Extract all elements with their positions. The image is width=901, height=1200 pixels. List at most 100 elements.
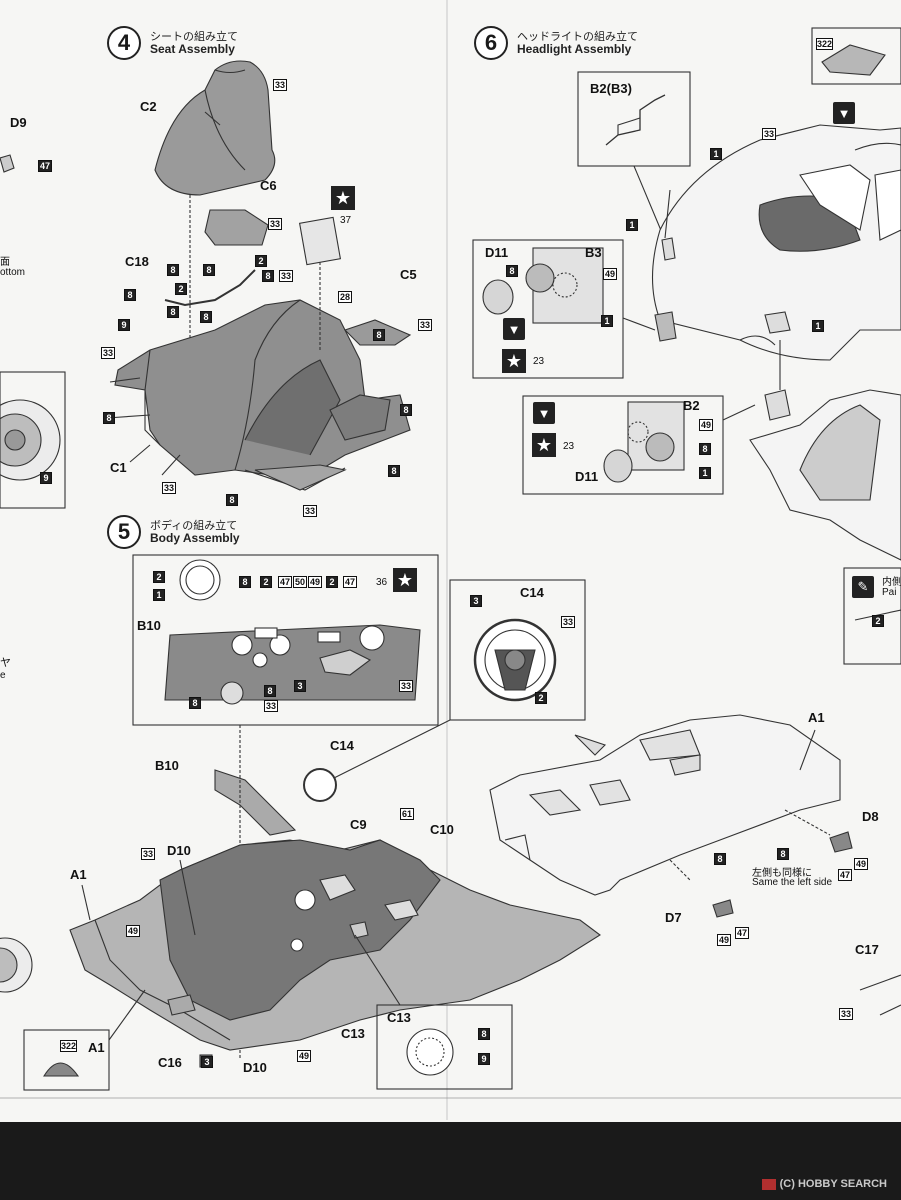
watermark: (C) HOBBY SEARCH	[761, 1178, 887, 1190]
note-inner-jp: 内側	[882, 577, 901, 588]
paint-code: 33	[268, 218, 282, 230]
paint-code: 2	[326, 576, 338, 588]
step-5-title-en: Body Assembly	[150, 531, 240, 545]
paint-code: 33	[141, 848, 155, 860]
paint-code: 1	[812, 320, 824, 332]
decal-star-icon: ★	[393, 568, 417, 592]
part-label-d10: D10	[167, 843, 191, 858]
part-label-c1: C1	[110, 460, 127, 475]
part-label-c2: C2	[140, 99, 157, 114]
part-label-b2b3: B2(B3)	[590, 81, 632, 96]
paint-code: 33	[839, 1008, 853, 1020]
part-label-d7: D7	[665, 910, 682, 925]
hobby-search-logo-icon	[761, 1178, 776, 1190]
part-label-b10: B10	[155, 758, 179, 773]
paint-code: 8	[239, 576, 251, 588]
note-fragment: ottom	[0, 267, 26, 278]
decal-star-icon: ★	[331, 186, 355, 210]
paint-code: 8	[226, 494, 238, 506]
part-label-a1: A1	[808, 710, 825, 725]
part-label-c13: C13	[387, 1010, 411, 1025]
part-label-c17: C17	[855, 942, 879, 957]
paint-code: 8	[714, 853, 726, 865]
paint-code: 8	[200, 311, 212, 323]
step-4-number: 4	[107, 26, 141, 60]
part-label-c14: C14	[330, 738, 354, 753]
paint-code: 33	[101, 347, 115, 359]
note-same-jp: 左側も同様に	[752, 868, 812, 879]
decal-number: 37	[340, 215, 352, 226]
part-label-b10: B10	[137, 618, 161, 633]
paint-code: 8	[400, 404, 412, 416]
decal-number: 23	[563, 441, 575, 452]
paint-code: 8	[167, 306, 179, 318]
paint-code: 50	[293, 576, 307, 588]
part-label-d10: D10	[243, 1060, 267, 1075]
part-label-a1: A1	[70, 867, 87, 882]
part-label-a1: A1	[88, 1040, 105, 1055]
paint-code: 2	[175, 283, 187, 295]
part-label-d11: D11	[575, 469, 599, 484]
paint-code: 33	[762, 128, 776, 140]
paint-code: 49	[717, 934, 731, 946]
paint-code: 8	[388, 465, 400, 477]
paint-code: 8	[103, 412, 115, 424]
part-label-b2: B2	[683, 398, 700, 413]
part-label-c9: C9	[350, 817, 367, 832]
paint-code: 1	[626, 219, 638, 231]
paint-code: 28	[338, 291, 352, 303]
paint-code: 8	[478, 1028, 490, 1040]
paint-code: 8	[203, 264, 215, 276]
paint-code: 47	[343, 576, 357, 588]
paint-code: 33	[273, 79, 287, 91]
paint-code: 33	[418, 319, 432, 331]
part-label-c18: C18	[125, 254, 149, 269]
paint-code: 8	[373, 329, 385, 341]
note-fragment: e	[0, 670, 6, 681]
part-label-d9: D9	[10, 115, 27, 130]
paint-code: 33	[264, 700, 278, 712]
paint-code: 49	[854, 858, 868, 870]
paint-code: 322	[816, 38, 833, 50]
note-same-en: Same the left side	[752, 877, 833, 888]
paint-code: 47	[838, 869, 852, 881]
paint-code: 9	[478, 1053, 490, 1065]
paint-code: 2	[153, 571, 165, 583]
paint-code: 49	[699, 419, 713, 431]
part-label-c5: C5	[400, 267, 417, 282]
part-label-c6: C6	[260, 178, 277, 193]
paint-code: 47	[735, 927, 749, 939]
paint-code: 49	[603, 268, 617, 280]
paint-code: 2	[260, 576, 272, 588]
paint-code: 8	[167, 264, 179, 276]
step-4-title-jp: シートの組み立て	[150, 30, 238, 43]
paint-code: 47	[278, 576, 292, 588]
paint-code: 1	[601, 315, 613, 327]
part-label-c16: C16	[158, 1055, 182, 1070]
note-fragment: 面	[0, 257, 10, 268]
paint-code: 49	[297, 1050, 311, 1062]
part-label-d8: D8	[862, 809, 879, 824]
paint-code: 49	[308, 576, 322, 588]
paint-code: 33	[162, 482, 176, 494]
watermark-text: (C) HOBBY SEARCH	[779, 1178, 887, 1190]
part-label-b3: B3	[585, 245, 602, 260]
part-label-c14: C14	[520, 585, 544, 600]
paint-code: 9	[118, 319, 130, 331]
paint-code: 8	[506, 265, 518, 277]
paint-code: 1	[710, 148, 722, 160]
glue-icon: ▼	[533, 402, 555, 424]
step-6-title-en: Headlight Assembly	[517, 42, 632, 56]
paint-code: 8	[777, 848, 789, 860]
note-fragment: ヤ	[0, 657, 11, 669]
paint-code: 49	[126, 925, 140, 937]
paint-code: 3	[470, 595, 482, 607]
paint-code: 1	[699, 467, 711, 479]
step-6-title-jp: ヘッドライトの組み立て	[517, 30, 638, 43]
paint-code: 33	[279, 270, 293, 282]
part-label-d11: D11	[485, 245, 509, 260]
paint-code: 2	[255, 255, 267, 267]
part-label-c13: C13	[341, 1026, 365, 1041]
decal-number: 23	[533, 356, 545, 367]
paint-code: 2	[535, 692, 547, 704]
